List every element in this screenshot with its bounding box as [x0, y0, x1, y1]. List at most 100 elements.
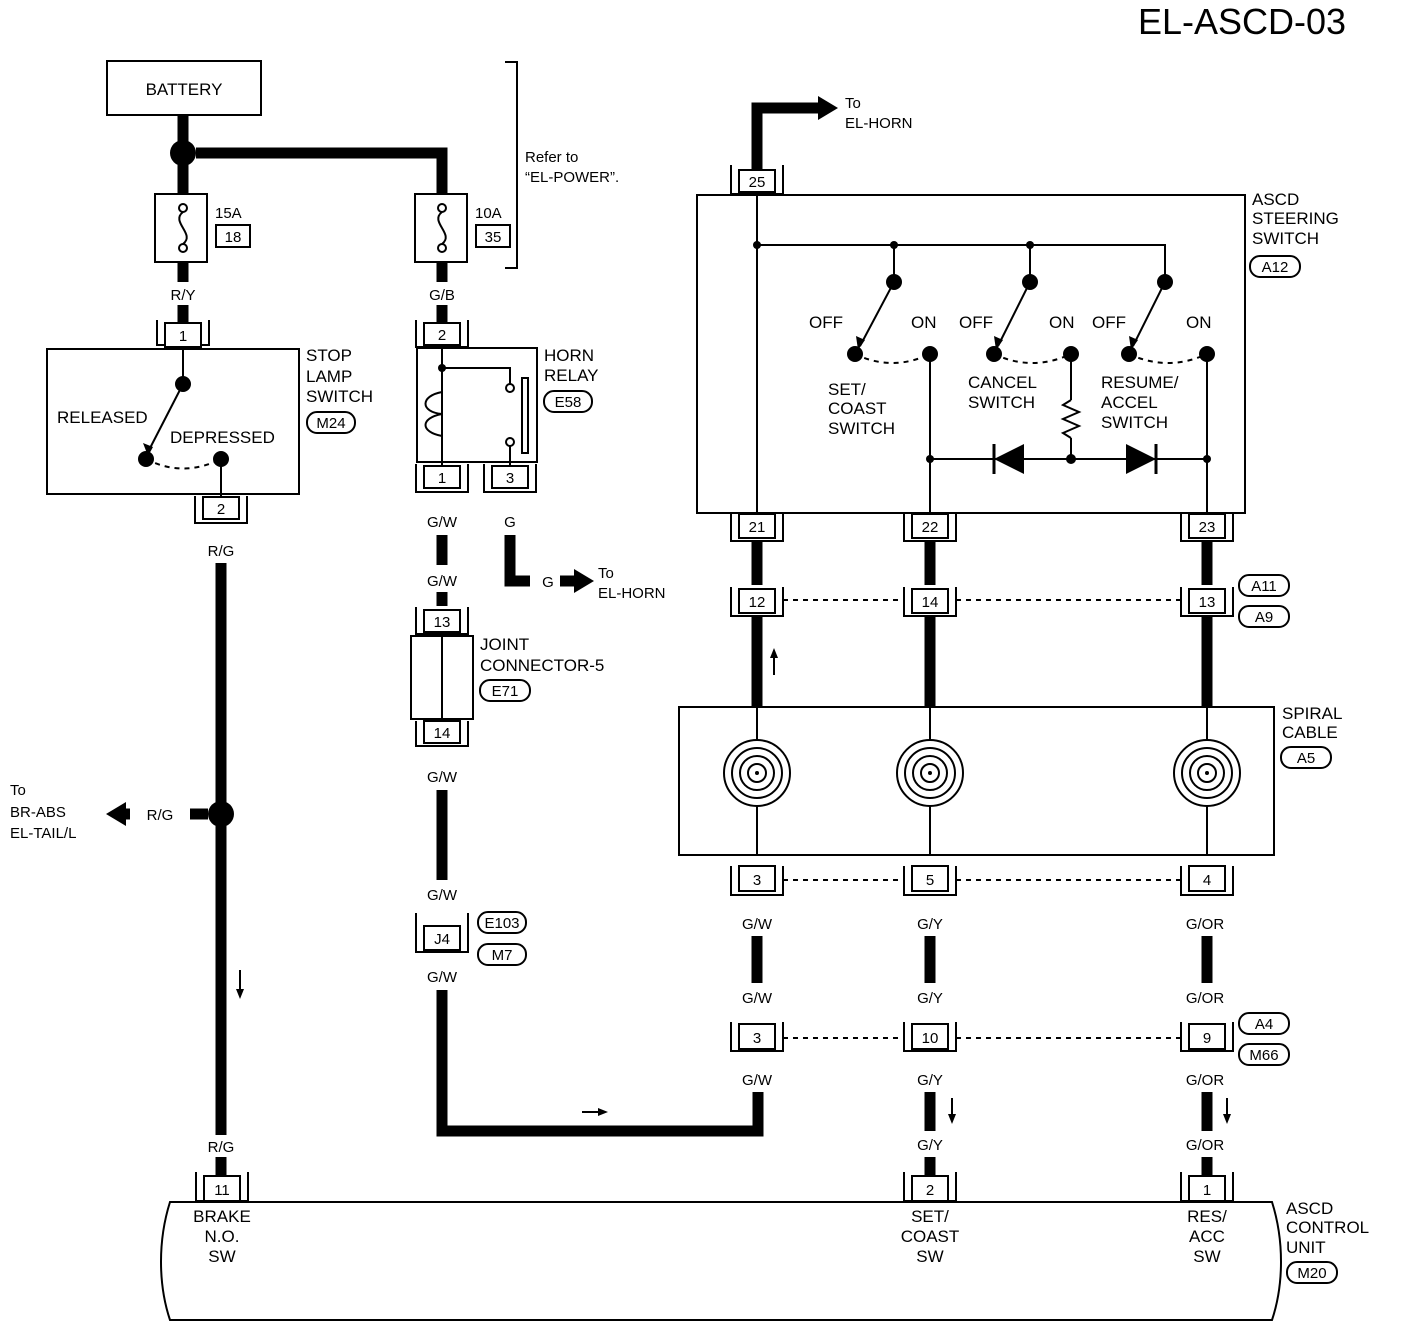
a9-conn-badge: [1238, 605, 1290, 628]
wire-label-gw-4: G/W: [427, 887, 458, 904]
cu-set-2: COAST: [901, 1227, 960, 1246]
set-label-3: SWITCH: [828, 419, 895, 438]
wire-label-gw-8: G/W: [742, 1072, 773, 1089]
m66-conn-badge: [1238, 1043, 1290, 1066]
splice-dot: [170, 140, 196, 166]
a11-pin-13-label: 13: [1199, 594, 1216, 611]
steer-pin-21: [738, 513, 776, 539]
joint-pin-13-label: 13: [434, 614, 451, 631]
set-on-label: ON: [911, 313, 937, 332]
horn-pin-2: [423, 322, 461, 346]
cu-conn-badge: [1286, 1261, 1338, 1284]
j4-conn-1: E103: [484, 915, 519, 932]
released-label: RELEASED: [57, 408, 148, 427]
wire-label-gb: G/B: [429, 287, 455, 304]
cancel-off-label: OFF: [959, 313, 993, 332]
wire-label-gor-4: G/OR: [1186, 1137, 1225, 1154]
depressed-label: DEPRESSED: [170, 428, 275, 447]
steer-name-3: SWITCH: [1252, 229, 1319, 248]
j4-conn-badge-2: [477, 943, 527, 966]
j4-conn-2: M7: [492, 947, 513, 964]
spiral-pin-4-label: 4: [1203, 872, 1211, 889]
cu-set-1: SET/: [911, 1207, 949, 1226]
resume-label-3: SWITCH: [1101, 413, 1168, 432]
steer-name-1: ASCD: [1252, 190, 1299, 209]
wire-label-gy-2: G/Y: [917, 990, 943, 1007]
wire-label-g: G: [504, 514, 516, 531]
cu-set-3: SW: [916, 1247, 943, 1266]
a11-pin-14-label: 14: [922, 594, 939, 611]
a11-pin-14: [911, 588, 949, 614]
a4-pin-9: [1188, 1023, 1226, 1050]
steer-name-2: STEERING: [1252, 209, 1339, 228]
a11-pin-12: [738, 588, 776, 614]
spiral-pin-5-label: 5: [926, 872, 934, 889]
set-off-label: OFF: [809, 313, 843, 332]
stop-name-2: LAMP: [306, 367, 352, 386]
stop-conn: M24: [316, 415, 345, 432]
to-brabs-1: To: [10, 782, 26, 799]
joint-conn-badge: [479, 679, 531, 702]
joint-pin-13: [423, 609, 461, 633]
cu-brake-3: SW: [208, 1247, 235, 1266]
stop-name-1: STOP: [306, 346, 352, 365]
wire-label-rg-bottom: R/G: [208, 1139, 235, 1156]
cu-pin-1-label: 1: [1203, 1182, 1211, 1199]
cu-res-1: RES/: [1187, 1207, 1227, 1226]
wire-label-gw-7: G/W: [742, 990, 773, 1007]
spiral-conn: A5: [1297, 750, 1315, 767]
horn-name-2: RELAY: [544, 366, 599, 385]
a11-pin-13: [1188, 588, 1226, 614]
wire-label-rg-top: R/G: [208, 543, 235, 560]
battery-box: [106, 60, 262, 116]
joint-pin-14: [423, 720, 461, 744]
wire-gw-to-a4: [436, 990, 764, 1137]
steer-pin-23: [1188, 513, 1226, 539]
joint-name-2: CONNECTOR-5: [480, 656, 604, 675]
wire-label-g-2: G: [542, 574, 554, 591]
cu-pin-11: [203, 1175, 241, 1202]
steer-pin-23-label: 23: [1199, 519, 1216, 536]
steer-pin-22-label: 22: [922, 519, 939, 536]
cu-brake-2: N.O.: [205, 1227, 240, 1246]
cancel-label-1: CANCEL: [968, 373, 1037, 392]
wire-label-rg-branch: R/G: [147, 807, 174, 824]
spiral-pin-3: [738, 865, 776, 892]
to-horn-top-1: To: [845, 95, 861, 112]
steer-pin-22: [911, 513, 949, 539]
fuse-35-amp: 10A: [475, 205, 502, 222]
a4-pin-3-label: 3: [753, 1030, 761, 1047]
horn-relay-box: [416, 347, 538, 463]
wire-label-gw-6: G/W: [742, 916, 773, 933]
j4-conn-badge-1: [477, 911, 527, 934]
steer-conn: A12: [1262, 259, 1289, 276]
a4-pin-10: [911, 1023, 949, 1050]
horn-conn: E58: [555, 394, 582, 411]
to-brabs-2: BR-ABS: [10, 804, 66, 821]
wire-label-gw-1: G/W: [427, 514, 458, 531]
wire-label-gw-3: G/W: [427, 769, 458, 786]
resume-label-1: RESUME/: [1101, 373, 1179, 392]
joint-name-1: JOINT: [480, 635, 529, 654]
a11-conn-badge: [1238, 574, 1290, 597]
resume-label-2: ACCEL: [1101, 393, 1158, 412]
to-horn-1: To: [598, 565, 614, 582]
steer-conn-badge: [1249, 255, 1301, 278]
wire-label-gw-2: G/W: [427, 573, 458, 590]
refer-line2: “EL-POWER”.: [525, 169, 619, 186]
a4-conn-badge: [1238, 1012, 1290, 1035]
horn-pin-1: [423, 465, 461, 489]
cu-brake-1: BRAKE: [193, 1207, 251, 1226]
horn-conn-badge: [543, 390, 593, 413]
cancel-label-2: SWITCH: [968, 393, 1035, 412]
j4-pin-label: J4: [434, 931, 450, 948]
cu-conn: M20: [1297, 1265, 1326, 1282]
stop-pin-1: [164, 322, 202, 348]
cu-pin-2: [911, 1175, 949, 1202]
wire-label-gor-2: G/OR: [1186, 990, 1225, 1007]
control-unit-box: [160, 1201, 1282, 1321]
spiral-conn-badge: [1280, 746, 1332, 769]
to-horn-top-2: EL-HORN: [845, 115, 913, 132]
a4-pin-3: [738, 1023, 776, 1050]
